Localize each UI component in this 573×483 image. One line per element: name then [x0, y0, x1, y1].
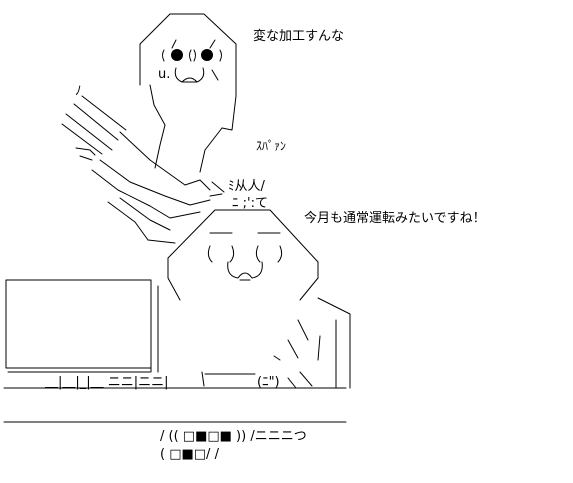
keyboard-row-2: ( □■□/ / — [160, 447, 220, 462]
desk-scribble: ＿|＿|_|＿ ニニ|ニニ| — [45, 375, 169, 390]
splash-mark: ﾐ从人/ — [228, 179, 266, 194]
impact-splash: ﾐ从人/ ﾆ ;':て — [209, 179, 268, 211]
ghost-figure: u. — [139, 13, 237, 173]
keyboard: / (( □■□■ )) /ニニニつ ( □■□/ / — [160, 429, 307, 462]
keyboard-row-1: / (( □■□■ )) /ニニニつ — [160, 429, 307, 444]
dialogue-line-struck: 今月も通常運転みたいですね！ — [304, 211, 486, 226]
struck-figure: (ﾆ") — [167, 209, 351, 390]
ghost-right-eye — [201, 49, 213, 61]
impact-text: ﾆ ;':て — [232, 196, 268, 211]
dialogue-line-ghost: 変な加工すんな — [253, 29, 345, 44]
desk: ＿|＿|_|＿ ニニ|ニニ| — [3, 371, 347, 423]
ghost-left-eye — [171, 49, 183, 61]
cushion-mark: (ﾆ") — [257, 375, 280, 390]
svg-text:u.: u. — [158, 67, 170, 82]
ghost-arm: ﾉ — [61, 84, 211, 244]
monitor — [5, 279, 159, 373]
dialogue-sound-effect: ｽﾊﾟｧﾝ — [256, 139, 287, 153]
hand-mark: ﾉ — [75, 84, 82, 99]
